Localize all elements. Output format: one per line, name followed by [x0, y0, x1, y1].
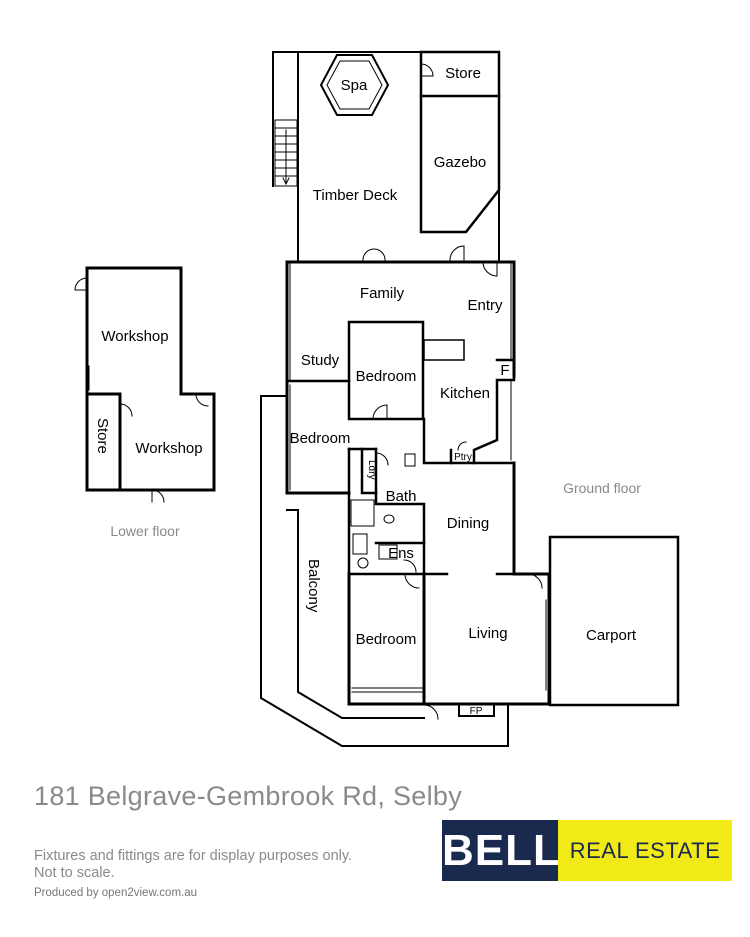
- spa-tub: [319, 54, 390, 116]
- room-fridge: F: [500, 362, 509, 379]
- interior-walls: [285, 320, 516, 576]
- deck-doors: [362, 63, 465, 261]
- room-laundry: Ldry: [366, 460, 377, 479]
- room-bedroom-left: Bedroom: [290, 430, 351, 447]
- room-labels: Spa Store Gazebo Timber Deck Family Entr…: [94, 65, 637, 717]
- room-gazebo: Gazebo: [434, 154, 487, 171]
- room-store-top: Store: [445, 65, 481, 82]
- room-bedroom-bottom: Bedroom: [356, 631, 417, 648]
- store-gazebo-walls: [419, 50, 501, 234]
- lower-floor-walls: [85, 266, 216, 492]
- room-ensuite: Ens: [388, 545, 414, 562]
- room-kitchen: Kitchen: [440, 385, 490, 402]
- room-carport: Carport: [586, 627, 637, 644]
- doors: [372, 261, 543, 720]
- agency-logo: BELL REAL ESTATE: [442, 820, 732, 881]
- room-store-lower: Store: [94, 418, 111, 454]
- room-timber-deck: Timber Deck: [313, 187, 398, 204]
- disclaimer-line-2: Not to scale.: [34, 865, 115, 881]
- disclaimer-line-1: Fixtures and fittings are for display pu…: [34, 848, 353, 864]
- room-balcony: Balcony: [305, 559, 322, 613]
- room-workshop-top: Workshop: [101, 328, 168, 345]
- balcony-outline: [260, 395, 509, 747]
- lower-floor-doors: [74, 277, 209, 503]
- carport-walls: [548, 535, 680, 707]
- logo-tagline: REAL ESTATE: [558, 820, 732, 881]
- room-bath: Bath: [386, 488, 417, 505]
- produced-by: Produced by open2view.com.au: [34, 887, 198, 899]
- room-dining: Dining: [447, 515, 490, 532]
- disclaimer: Fixtures and fittings are for display pu…: [34, 848, 434, 882]
- floor-label-ground: Ground floor: [563, 480, 641, 496]
- main-house-walls: [285, 260, 551, 706]
- deck-stairs: [274, 119, 298, 187]
- room-entry: Entry: [467, 297, 503, 314]
- logo-brand: BELL: [442, 820, 560, 881]
- room-pantry: Ptry: [454, 452, 472, 463]
- room-family: Family: [360, 285, 405, 302]
- room-workshop-lower: Workshop: [135, 440, 202, 457]
- room-spa: Spa: [341, 77, 368, 94]
- room-bedroom-center: Bedroom: [356, 368, 417, 385]
- room-living: Living: [468, 625, 507, 642]
- room-study: Study: [301, 352, 340, 369]
- floor-label-lower: Lower floor: [110, 523, 180, 539]
- bath-fixtures: [350, 453, 416, 569]
- windows: [289, 261, 547, 693]
- room-fireplace: FP: [470, 706, 483, 717]
- fireplace: [458, 703, 495, 717]
- property-address: 181 Belgrave-Gembrook Rd, Selby: [34, 781, 463, 811]
- floor-labels: Ground floor Lower floor: [110, 480, 641, 539]
